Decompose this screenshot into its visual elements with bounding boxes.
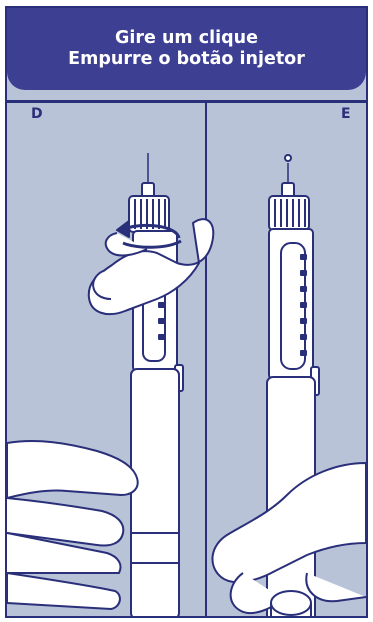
instruction-banner: Gire um clique Empurre o botão injetor: [7, 8, 366, 90]
banner-line-2: Empurre o botão injetor: [7, 49, 366, 70]
panel-e-drawing: [212, 155, 366, 618]
banner-line-1: Gire um clique: [7, 28, 366, 49]
panel-d-drawing: [7, 153, 213, 618]
instruction-illustration-frame: Gire um clique Empurre o botão injetor D…: [5, 6, 368, 618]
pen-illustration: [7, 103, 366, 618]
